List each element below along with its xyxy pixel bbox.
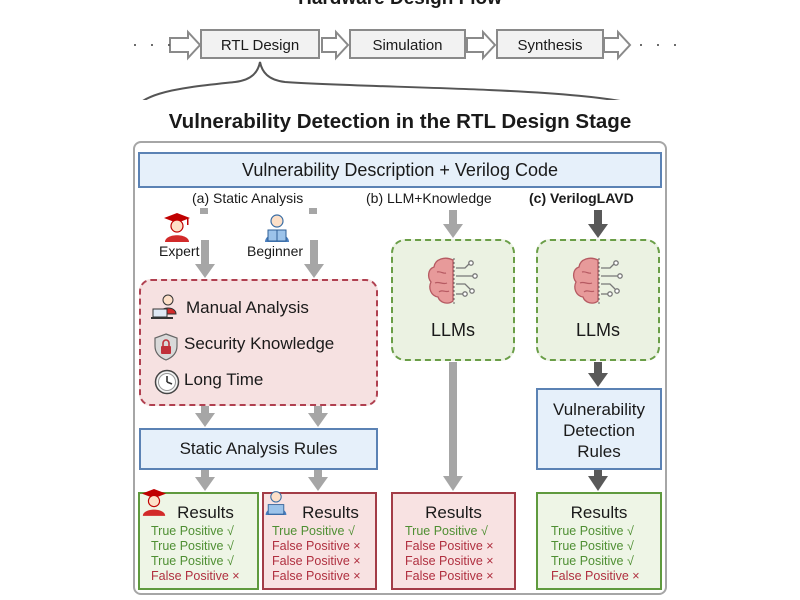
rules-line-2: Detection xyxy=(563,421,635,440)
flow-arrow-2 xyxy=(321,29,350,61)
llm-label-b: LLMs xyxy=(430,320,475,340)
shield-lock-icon xyxy=(154,333,178,361)
result-line: False Positive × xyxy=(405,569,494,583)
brain-circuit-icon xyxy=(427,257,478,304)
brain-circuit-icon-2 xyxy=(572,257,623,304)
result-line: False Positive × xyxy=(272,554,361,568)
flow-right-dots: · · · xyxy=(638,34,681,54)
result-line: True Positive √ xyxy=(272,524,355,538)
detection-panel xyxy=(133,141,667,595)
results-veriloglavd-box: Results True Positive √ True Positive √ … xyxy=(536,492,662,590)
result-line: False Positive × xyxy=(551,569,640,583)
result-line: False Positive × xyxy=(151,569,240,583)
results-beginner-box: Results True Positive √ False Positive ×… xyxy=(262,492,377,590)
beginner-label: Beginner xyxy=(247,243,304,259)
flow-arrow-3 xyxy=(466,29,497,61)
beginner-icon xyxy=(265,214,289,242)
stage-synthesis: Synthesis xyxy=(496,29,604,59)
rules-line-3: Rules xyxy=(577,442,621,461)
results-title: Results xyxy=(425,503,482,522)
results-llm-knowledge-box: Results True Positive √ False Positive ×… xyxy=(391,492,516,590)
result-line: True Positive √ xyxy=(405,524,488,538)
expert-icon xyxy=(164,213,190,242)
results-expert-box: Results True Positive √ True Positive √ … xyxy=(138,492,259,590)
input-box: Vulnerability Description + Verilog Code xyxy=(138,152,662,188)
results-title: Results xyxy=(570,503,628,522)
method-c-label: (c) VerilogLAVD xyxy=(529,190,634,206)
person-laptop-icon xyxy=(151,294,177,319)
flow-arrow-4 xyxy=(603,29,632,61)
long-time-text: Long Time xyxy=(184,370,264,389)
result-line: True Positive √ xyxy=(151,554,234,568)
static-analysis-rules-box: Static Analysis Rules xyxy=(139,428,378,470)
beginner-icon-small xyxy=(265,491,287,515)
flow-title: Hardware Design Flow xyxy=(0,0,800,10)
result-line: False Positive × xyxy=(272,569,361,583)
result-line: False Positive × xyxy=(405,554,494,568)
vulnerability-detection-rules-box: Vulnerability Detection Rules xyxy=(536,388,662,470)
llm-label-c: LLMs xyxy=(575,320,620,340)
expert-label: Expert xyxy=(159,243,200,259)
main-title: Vulnerability Detection in the RTL Desig… xyxy=(168,110,632,133)
rules-line-1: Vulnerability xyxy=(553,400,645,419)
result-line: True Positive √ xyxy=(551,554,634,568)
result-line: True Positive √ xyxy=(551,524,634,538)
results-title: Results xyxy=(177,503,234,522)
result-line: True Positive √ xyxy=(151,539,234,553)
clock-icon xyxy=(154,369,180,395)
method-a-label: (a) Static Analysis xyxy=(192,190,304,206)
flow-arrow-1 xyxy=(169,29,202,61)
stage-rtl-design: RTL Design xyxy=(200,29,320,59)
method-b-label: (b) LLM+Knowledge xyxy=(366,190,492,206)
result-line: True Positive √ xyxy=(151,524,234,538)
manual-analysis-text: Manual Analysis xyxy=(186,298,309,317)
security-knowledge-text: Security Knowledge xyxy=(184,334,335,353)
result-line: False Positive × xyxy=(272,539,361,553)
stage-brace xyxy=(142,61,620,100)
stage-simulation: Simulation xyxy=(349,29,466,59)
result-line: False Positive × xyxy=(405,539,494,553)
flow-left-dots: · · · xyxy=(132,34,175,54)
expert-icon-small xyxy=(141,489,167,516)
result-line: True Positive √ xyxy=(551,539,634,553)
results-title: Results xyxy=(302,503,359,522)
flow-arrows xyxy=(142,29,632,100)
